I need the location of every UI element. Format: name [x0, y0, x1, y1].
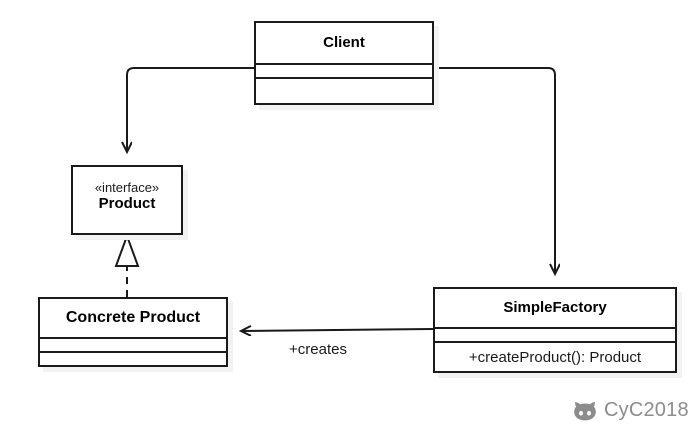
- class-concrete-product-title-compartment: Concrete Product: [40, 299, 226, 337]
- class-client-attributes-compartment: [256, 63, 432, 77]
- class-concrete-product-attributes-compartment: [40, 337, 226, 351]
- class-simple-factory-method-create-product: +createProduct(): Product: [468, 348, 642, 366]
- edge-label-creates: +creates: [289, 341, 347, 358]
- edge-simple-factory-creates: [241, 329, 434, 331]
- class-simple-factory-title-compartment: SimpleFactory: [435, 289, 675, 327]
- class-simple-factory-methods-compartment: +createProduct(): Product: [435, 341, 675, 371]
- class-client-title-compartment: Client: [256, 23, 432, 63]
- class-client-name: Client: [323, 33, 365, 51]
- class-product-name: Product: [98, 194, 156, 212]
- hollow-triangle-arrowhead: [114, 233, 140, 267]
- uml-class-client[interactable]: Client: [254, 21, 434, 105]
- octocat-icon: [574, 401, 596, 420]
- watermark: CyC2018: [572, 399, 689, 422]
- edge-client-to-simple-factory: [434, 67, 555, 274]
- uml-class-simple-factory[interactable]: SimpleFactory +createProduct(): Product: [433, 287, 677, 373]
- uml-class-product[interactable]: «interface» Product: [71, 165, 183, 235]
- uml-class-concrete-product[interactable]: Concrete Product: [38, 297, 228, 367]
- class-concrete-product-name: Concrete Product: [65, 309, 201, 327]
- edge-client-to-product: [127, 67, 254, 152]
- class-simple-factory-attributes-compartment: [435, 327, 675, 341]
- class-concrete-product-methods-compartment: [40, 351, 226, 365]
- watermark-text: CyC2018: [604, 399, 689, 421]
- class-simple-factory-name: SimpleFactory: [503, 298, 607, 316]
- class-product-title-compartment: «interface» Product: [73, 167, 181, 233]
- class-client-methods-compartment: [256, 77, 432, 103]
- class-product-stereotype: «interface»: [94, 180, 160, 196]
